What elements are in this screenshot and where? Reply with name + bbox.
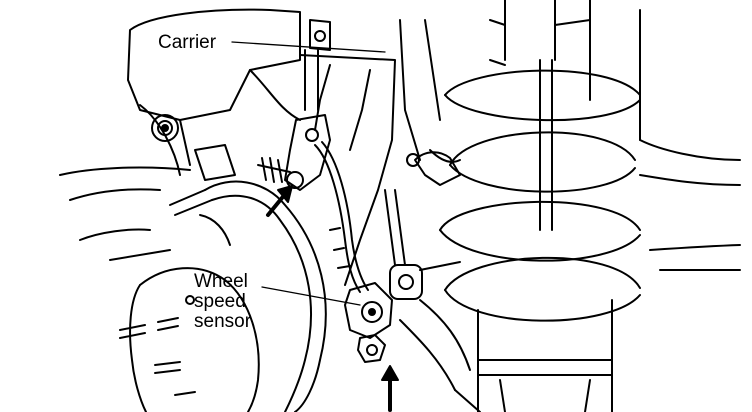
wheel-speed-sensor-label-line-3: sensor <box>194 311 252 332</box>
callout-leaders <box>231 41 386 306</box>
lower-arm <box>399 299 481 412</box>
carrier-label: Carrier <box>158 32 217 53</box>
wheel-speed-sensor-label: Wheel speed sensor <box>194 272 251 332</box>
sensor-leader <box>261 286 361 306</box>
wheel-speed-sensor-label-line-1: Wheel <box>194 271 248 292</box>
coil-spring <box>439 69 641 322</box>
wheel-speed-sensor <box>344 282 393 363</box>
stabilizer-link <box>384 151 461 300</box>
bolt-arrow-upper <box>266 185 293 217</box>
carrier-leader <box>231 41 386 53</box>
wheel-speed-sensor-label-line-2: speed <box>194 291 246 312</box>
bolt-arrow-lower <box>381 365 399 412</box>
carrier-knuckle <box>257 19 396 286</box>
brake-rotor <box>169 180 327 412</box>
sensor-cable <box>314 141 369 293</box>
mount-bolt <box>151 114 236 181</box>
wheel-hub <box>119 267 260 412</box>
